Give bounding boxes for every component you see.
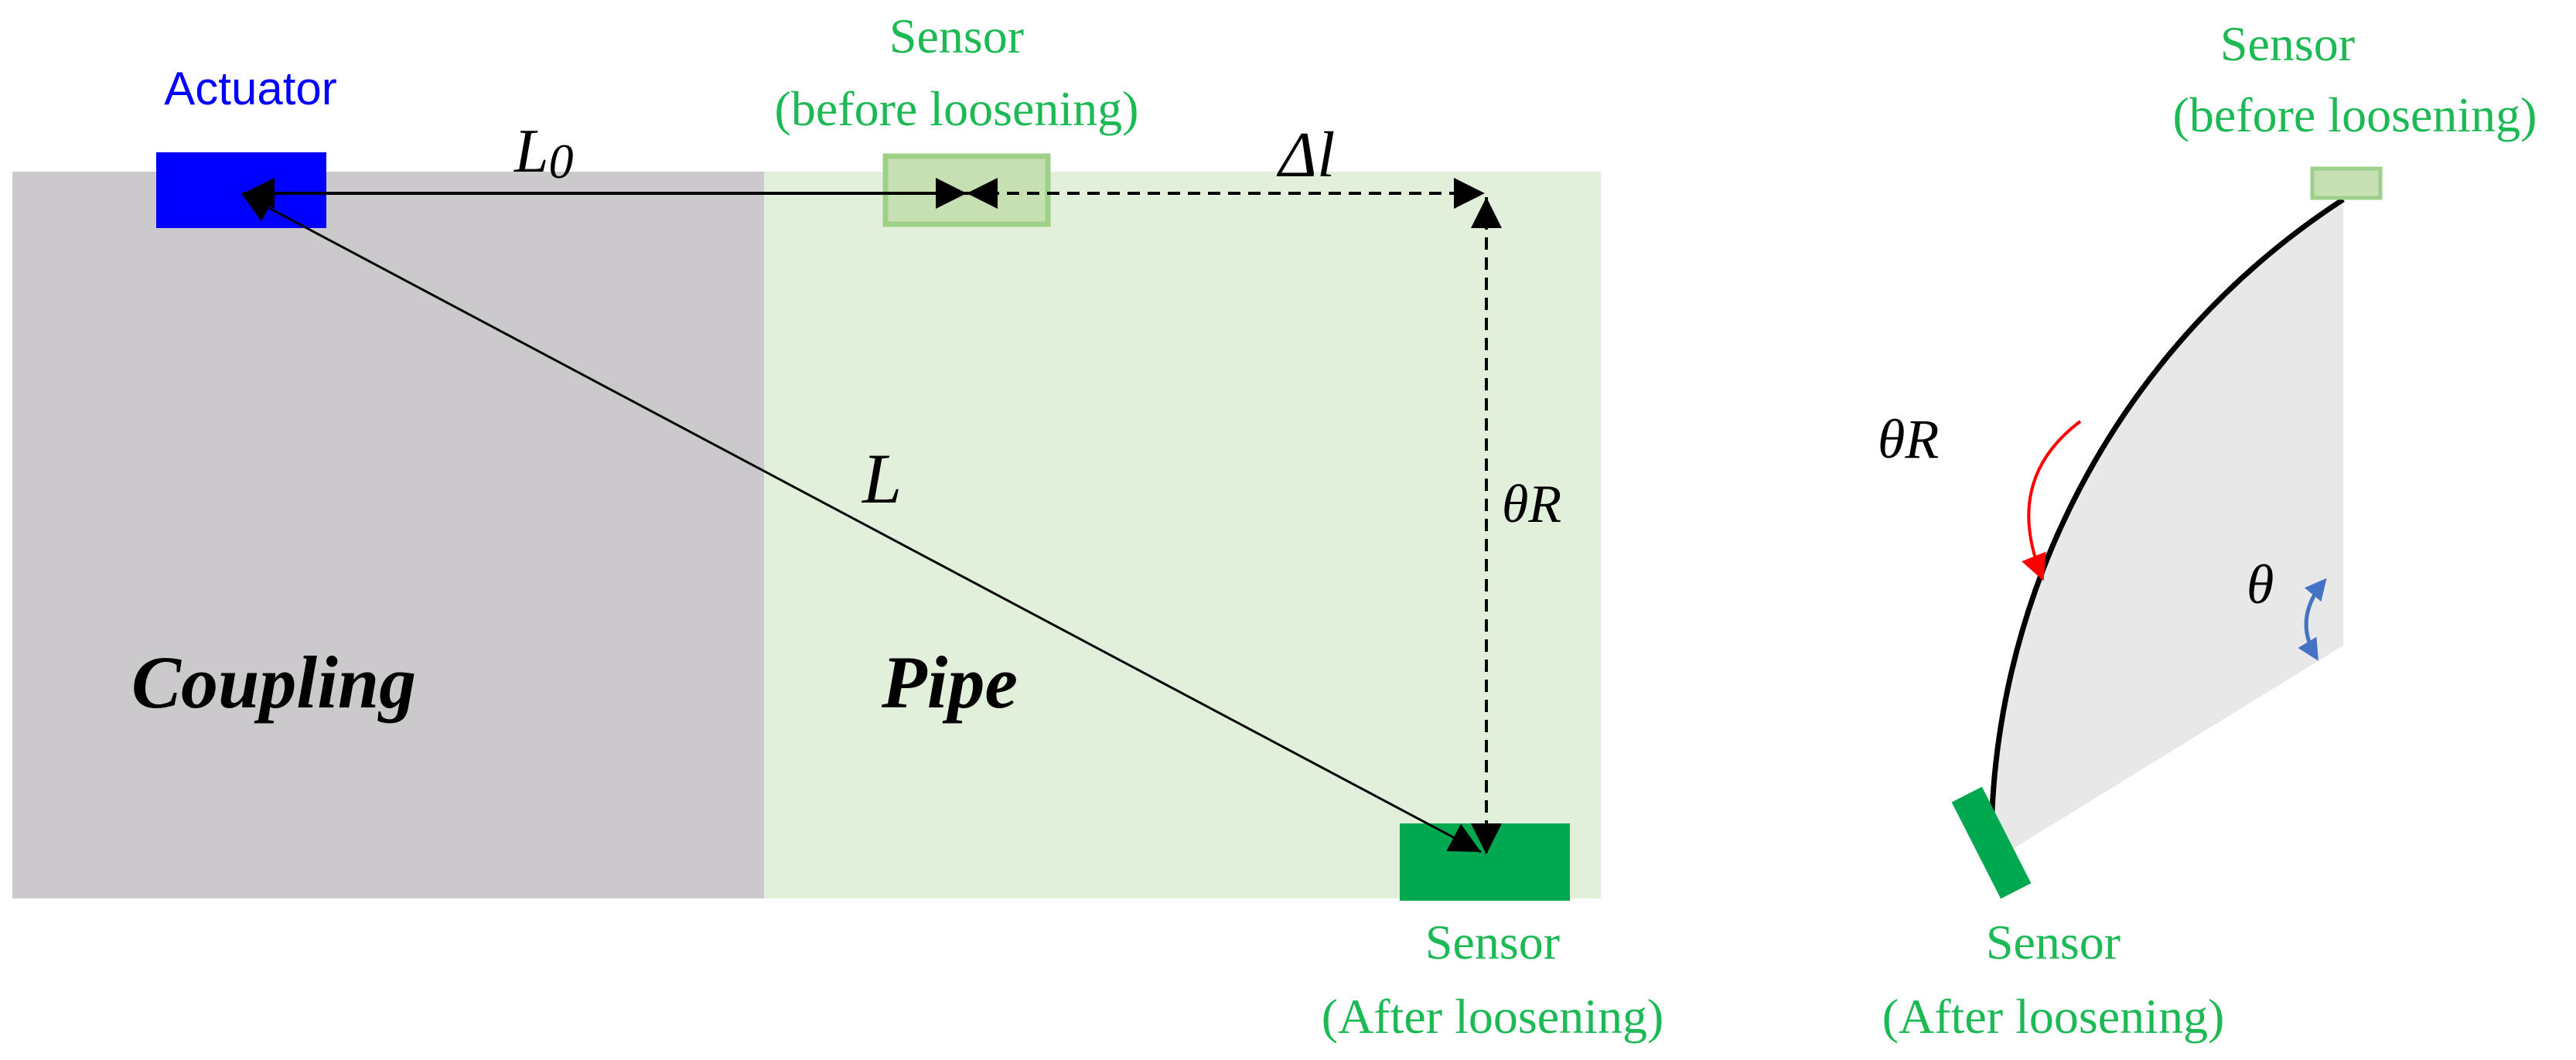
actuator-block	[156, 152, 326, 228]
L-arrow	[241, 192, 1482, 854]
theta-R-label: θR	[1502, 475, 1561, 534]
delta-l-label: Δl	[1277, 119, 1336, 191]
pipe-label: Pipe	[881, 641, 1018, 724]
pipe-region	[764, 172, 1601, 898]
coupling-region	[12, 172, 764, 898]
L0-label: L0	[513, 118, 574, 189]
sensor-before-right-label-line1: Sensor	[2220, 16, 2355, 71]
L-label: L	[861, 439, 902, 518]
sensor-before-block-right	[2310, 166, 2383, 200]
sensor-before-right-label-line2: (before loosening)	[2173, 87, 2537, 142]
coupling-label: Coupling	[131, 641, 416, 724]
sensor-after-block	[1400, 823, 1570, 901]
sensor-after-label-line1: Sensor	[1425, 915, 1560, 970]
sensor-before-label-line1: Sensor	[889, 9, 1024, 63]
sensor-before-block	[882, 153, 1051, 227]
sensor-after-right-label-line1: Sensor	[1986, 915, 2121, 970]
angle-arrow	[2298, 578, 2327, 661]
pipe-wall-arc	[1988, 197, 2345, 863]
sensor-after-right-label-line2: (After loosening)	[1882, 989, 2225, 1044]
sensor-before-label-line2: (before loosening)	[775, 81, 1139, 136]
sensor-after-block-right	[1951, 786, 2032, 899]
pipe-cross-section-sector	[1991, 199, 2343, 862]
actuator-label: Actuator	[164, 63, 336, 114]
theta-R-arc-label: θR	[1878, 408, 1939, 470]
theta-label: θ	[2247, 554, 2274, 615]
rotation-arrow	[2022, 420, 2082, 581]
sensor-after-label-line2: (After loosening)	[1322, 989, 1664, 1044]
